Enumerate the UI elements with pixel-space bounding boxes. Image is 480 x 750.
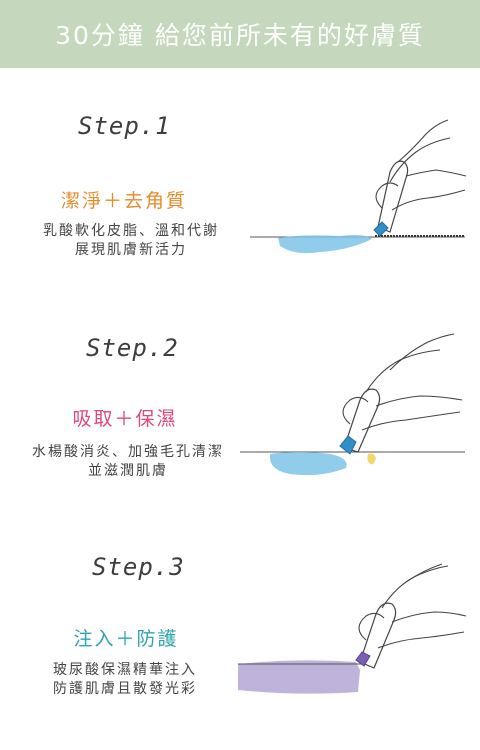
step-1-description: 乳酸軟化皮脂、溫和代謝 展現肌膚新活力 xyxy=(14,222,248,260)
step-1-desc-line-2: 展現肌膚新活力 xyxy=(75,242,187,258)
step-3-label: Step.3 xyxy=(92,553,185,581)
step-3-description: 玻尿酸保濕精華注入 防護肌膚且散發光彩 xyxy=(22,661,228,699)
page-title: 30分鐘 給您前所未有的好膚質 xyxy=(55,21,425,50)
header-banner: 30分鐘 給您前所未有的好膚質 xyxy=(0,0,480,68)
step-3-desc-line-2: 防護肌膚且散發光彩 xyxy=(53,681,197,697)
step-2-description: 水楊酸消炎、加強毛孔清潔 並滋潤肌膚 xyxy=(8,443,248,481)
hand-with-suction-device-icon xyxy=(240,333,465,476)
hand-with-blue-tip-device-icon xyxy=(250,119,467,254)
step-1-label: Step.1 xyxy=(78,112,171,140)
step-1-desc-line-1: 乳酸軟化皮脂、溫和代謝 xyxy=(43,223,219,239)
step-2-desc-line-1: 水楊酸消炎、加強毛孔清潔 xyxy=(32,444,224,460)
step-2-label: Step.2 xyxy=(86,334,179,362)
step-2-desc-line-2: 並滋潤肌膚 xyxy=(88,463,168,479)
step-3-desc-line-1: 玻尿酸保濕精華注入 xyxy=(53,662,197,678)
step-2-title: 吸取＋保濕 xyxy=(72,408,178,430)
step-1-title: 潔淨＋去角質 xyxy=(60,190,187,212)
step-3-title: 注入＋防護 xyxy=(73,628,179,650)
hand-with-purple-tip-device-icon xyxy=(238,563,467,694)
